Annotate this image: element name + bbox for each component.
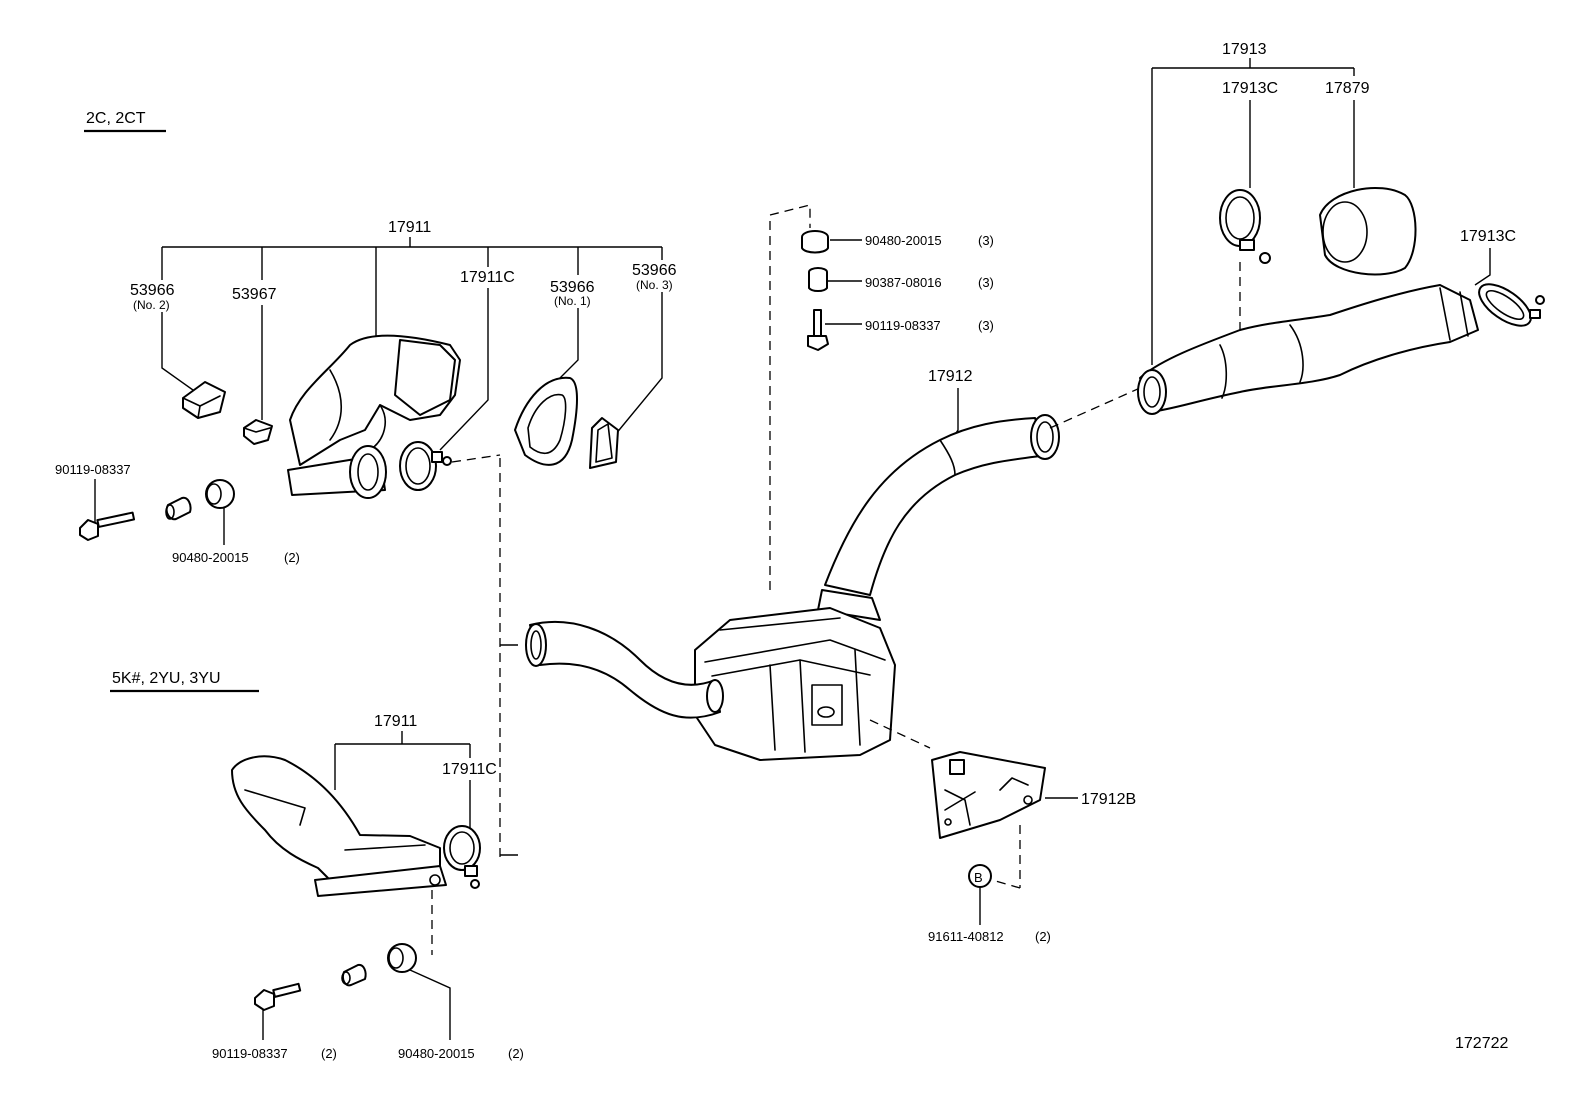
part-17911-upper-label: 17911 xyxy=(388,219,431,236)
grommet-upper-icon xyxy=(205,479,235,509)
part-90480-lower-qty: (2) xyxy=(508,1046,524,1061)
part-90480-center-label: 90480-20015 xyxy=(865,233,942,248)
part-53966-no3-sublabel: (No. 3) xyxy=(636,278,673,292)
b-marker-label: B xyxy=(974,870,983,885)
collar-upper-icon xyxy=(165,496,192,521)
part-90387-center-label: 90387-08016 xyxy=(865,275,942,290)
diagram-id: 172722 xyxy=(1455,1035,1508,1052)
bolt-upper-icon xyxy=(79,511,136,541)
collar-lower-icon xyxy=(341,963,367,987)
part-90480-upper-qty: (2) xyxy=(284,550,300,565)
part-17911c-lower-label: 17911C xyxy=(442,761,497,778)
seal-53966-no1-icon xyxy=(514,376,578,466)
lower-variant-label: 5K#, 2YU, 3YU xyxy=(112,670,221,687)
center-fastener-dash xyxy=(769,204,811,590)
part-17912b-label: 17912B xyxy=(1081,791,1136,808)
bracket-17912b-icon xyxy=(931,751,1046,839)
part-17913c-top-label: 17913C xyxy=(1222,80,1278,97)
part-90480-lower-label: 90480-20015 xyxy=(398,1046,475,1061)
part-90119-center-qty: (3) xyxy=(978,318,994,333)
part-17913-label: 17913 xyxy=(1222,41,1267,58)
intake-duct-17912-icon xyxy=(817,414,1060,621)
hose-clamp-lower-icon xyxy=(443,825,481,889)
seal-53966-no3-icon xyxy=(589,417,619,469)
grommet-lower-icon xyxy=(387,943,417,973)
part-90119-lower-label: 90119-08337 xyxy=(212,1046,288,1061)
part-53967-label: 53967 xyxy=(232,286,277,303)
duct-connection-dash xyxy=(1049,387,1141,429)
air-cleaner-hose-upper-icon xyxy=(287,334,461,499)
part-53966-no2-sublabel: (No. 2) xyxy=(133,298,170,312)
part-17911c-upper-label: 17911C xyxy=(460,269,515,286)
part-53966-no1-sublabel: (No. 1) xyxy=(554,294,591,308)
hose-clamp-right-icon xyxy=(1478,283,1545,327)
part-90480-center-qty: (3) xyxy=(978,233,994,248)
air-filter-17879-icon xyxy=(1319,187,1417,276)
grommet-53967-icon xyxy=(243,419,273,445)
grommet-center-icon xyxy=(801,230,829,254)
part-53966-no1-label: 53966 xyxy=(550,279,595,296)
part-90119-upper-label: 90119-08337 xyxy=(55,462,131,477)
air-intake-duct-17913-icon xyxy=(1137,284,1479,415)
part-91611-label: 91611-40812 xyxy=(928,929,1004,944)
upper-variant-label: 2C, 2CT xyxy=(86,110,146,127)
part-90387-center-qty: (3) xyxy=(978,275,994,290)
grommet-53966-no2-icon xyxy=(182,381,226,419)
part-90119-center-label: 90119-08337 xyxy=(865,318,941,333)
part-53966-no3-label: 53966 xyxy=(632,262,677,279)
part-90480-upper-label: 90480-20015 xyxy=(172,550,249,565)
bolt-center-icon xyxy=(807,309,829,351)
air-cleaner-hose-lower-icon xyxy=(231,755,447,897)
resonator-inlet-hose-icon xyxy=(525,621,724,719)
bolt-lower-icon xyxy=(254,982,302,1011)
hose-clamp-top-icon xyxy=(1219,189,1271,264)
part-91611-qty: (2) xyxy=(1035,929,1051,944)
part-17913c-right-label: 17913C xyxy=(1460,228,1516,245)
resonator-icon xyxy=(694,607,896,761)
part-17911-lower-label: 17911 xyxy=(374,713,417,730)
part-53966-no2-label: 53966 xyxy=(130,282,175,299)
part-90119-lower-qty: (2) xyxy=(321,1046,337,1061)
part-17912-label: 17912 xyxy=(928,368,973,385)
hose-clamp-upper-icon xyxy=(399,441,452,491)
part-17879-label: 17879 xyxy=(1325,80,1370,97)
collar-center-icon xyxy=(808,267,828,292)
